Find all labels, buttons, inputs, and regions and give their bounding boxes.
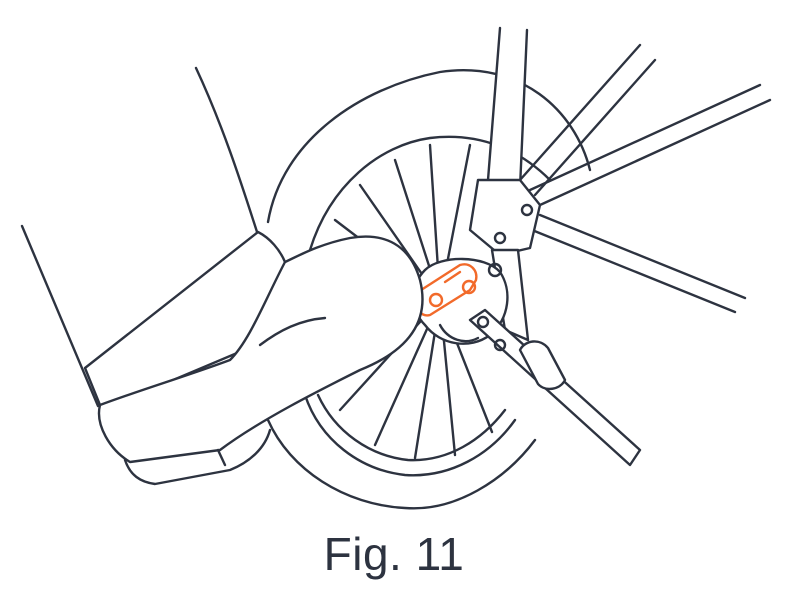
stroller-brake-illustration: [20, 26, 772, 510]
trouser-leg-front: [20, 224, 100, 408]
frame-diagonal-tube: [518, 43, 657, 197]
shoe-vamp-line: [258, 316, 327, 347]
frame-joint-block: [468, 178, 542, 257]
frame-front-tube-cap: [518, 340, 567, 391]
trouser-leg-back: [194, 66, 260, 237]
shoe-upper: [97, 235, 424, 464]
hub-bolt: [487, 262, 503, 278]
shoe-sole-line: [123, 428, 272, 486]
joint-bolt-2: [493, 231, 507, 245]
front-tube-bolt-2: [493, 338, 507, 352]
hub-axle: [438, 323, 480, 343]
frame-main-leg: [486, 26, 529, 190]
frame-lower-strut: [530, 213, 747, 314]
wheel-rim-lower: [303, 393, 517, 477]
frame-rear-tube-upper: [528, 83, 772, 207]
shoe-heel-line: [216, 448, 227, 467]
wheel-tire-outer-bottom: [266, 418, 537, 510]
wheel-rim-inner: [316, 393, 507, 462]
figure-caption: Fig. 11: [323, 528, 465, 580]
front-tube-bolt: [476, 315, 490, 329]
joint-bolt: [520, 203, 534, 217]
wheel-tire-outer: [266, 69, 592, 224]
